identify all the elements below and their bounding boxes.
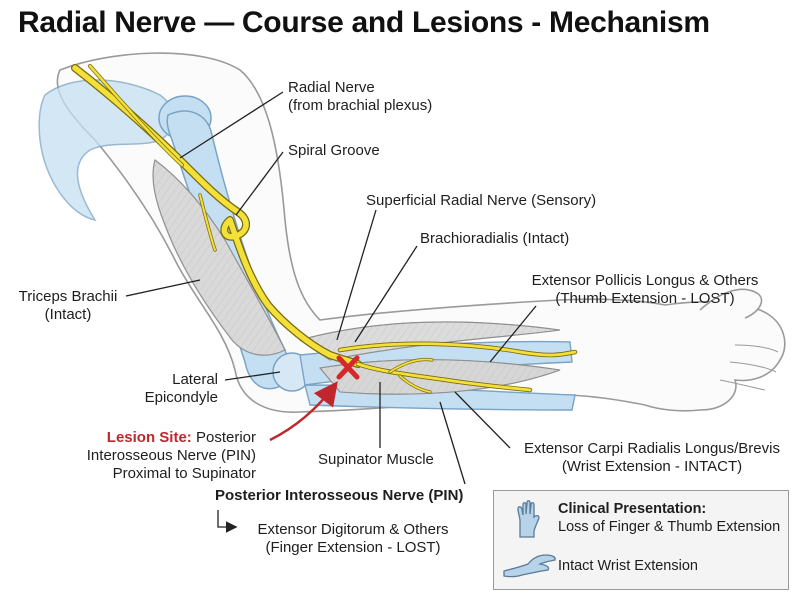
legend-heading: Clinical Presentation: bbox=[558, 501, 707, 517]
radial-nerve-trunk bbox=[71, 64, 578, 394]
label-lateral-epicondyle: Lateral Epicondyle bbox=[144, 371, 218, 406]
label-triceps: Triceps Brachii (Intact) bbox=[18, 288, 118, 323]
leader-lines bbox=[125, 91, 537, 533]
label-pin: Posterior Interosseous Nerve (PIN) bbox=[215, 487, 464, 504]
legend-item-finger-thumb-loss: Loss of Finger & Thumb Extension bbox=[558, 519, 781, 535]
label-extensor-digitorum: Extensor Digitorum & Others (Finger Exte… bbox=[257, 521, 449, 556]
label-extensor-pollicis: Extensor Pollicis Longus & Others (Thumb… bbox=[531, 272, 759, 307]
label-radial-nerve: Radial Nerve (from brachial plexus) bbox=[288, 79, 433, 114]
page-title: Radial Nerve — Course and Lesions - Mech… bbox=[18, 6, 710, 39]
label-superficial-radial-nerve: Superficial Radial Nerve (Sensory) bbox=[366, 192, 597, 209]
label-brachioradialis: Brachioradialis (Intact) bbox=[420, 230, 570, 247]
label-lesion-site: Lesion Site: Posterior Interosseous Nerv… bbox=[86, 429, 256, 482]
lesion-arrow bbox=[269, 381, 338, 442]
dropped-finger-hand-icon bbox=[517, 500, 540, 538]
label-spiral-groove: Spiral Groove bbox=[288, 142, 380, 159]
lesion-site-key: Lesion Site: bbox=[106, 429, 192, 446]
clinical-presentation-legend: Clinical Presentation: Loss of Finger & … bbox=[493, 490, 789, 590]
label-ecrl: Extensor Carpi Radialis Longus/Brevis (W… bbox=[524, 440, 780, 475]
lesion-marker bbox=[336, 355, 360, 380]
wrist-extension-hand-icon bbox=[503, 554, 556, 578]
legend-item-wrist-intact: Intact Wrist Extension bbox=[558, 558, 698, 574]
label-supinator: Supinator Muscle bbox=[318, 451, 434, 468]
